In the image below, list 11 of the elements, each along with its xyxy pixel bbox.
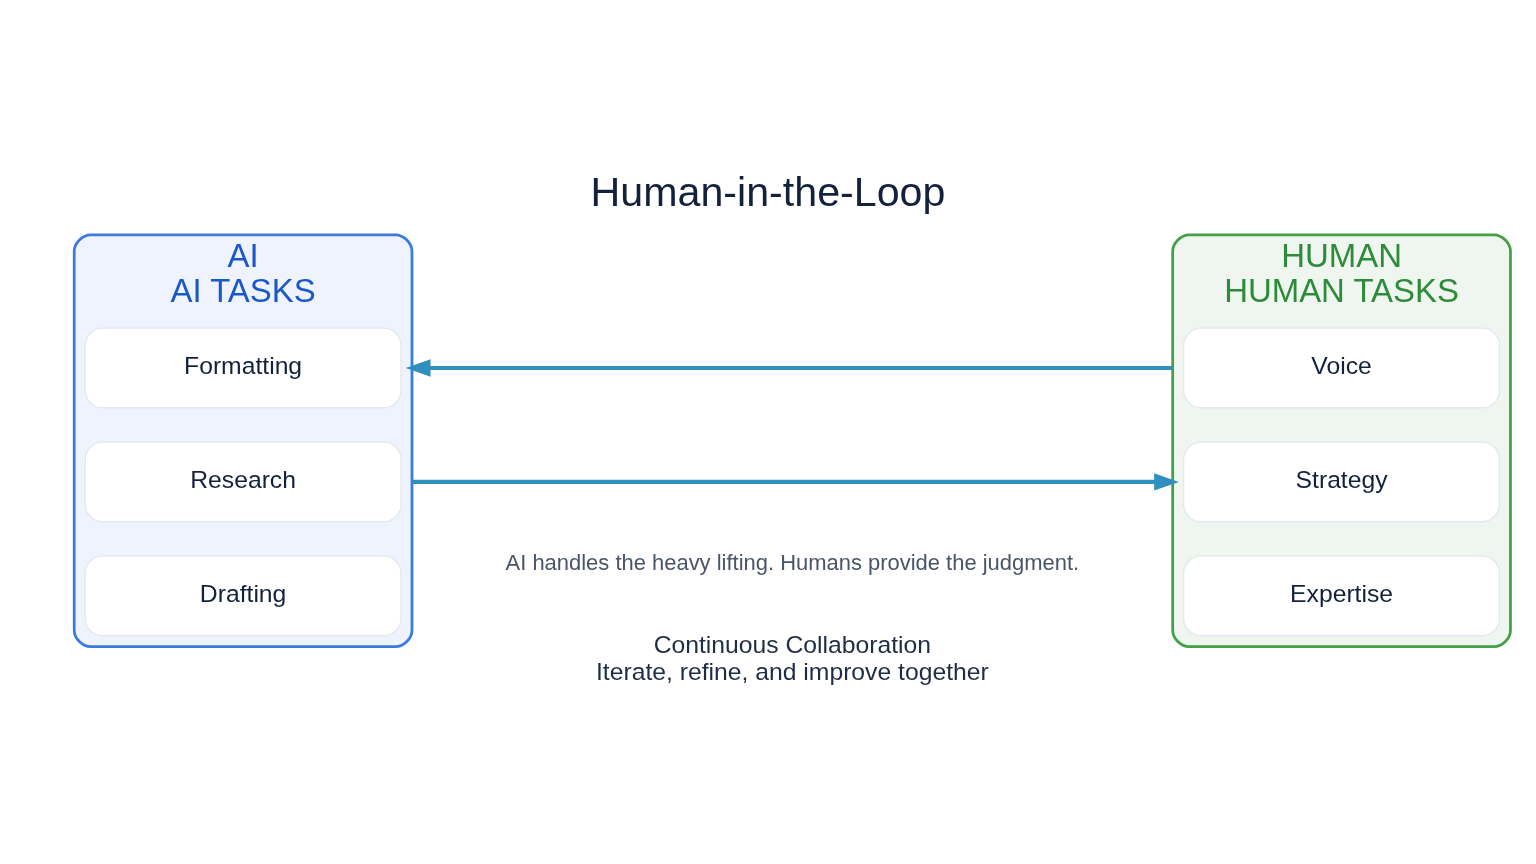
node-box: Expertise	[1183, 554, 1501, 636]
node-box: Formatting	[84, 326, 402, 408]
node-box: Research	[84, 440, 402, 522]
label: AI handles the heavy lifting. Humans provide the judgment.	[505, 549, 1080, 575]
arrow	[405, 358, 1173, 377]
node-box: Drafting	[84, 554, 402, 636]
node-box: Strategy	[1183, 440, 1501, 522]
diagram-title: Human-in-the-Loop	[590, 168, 946, 215]
node-text: Continuous Collaboration Iterate, refine, and improve together	[595, 630, 989, 685]
arrow	[412, 472, 1179, 491]
node-box: Voice	[1183, 326, 1501, 408]
